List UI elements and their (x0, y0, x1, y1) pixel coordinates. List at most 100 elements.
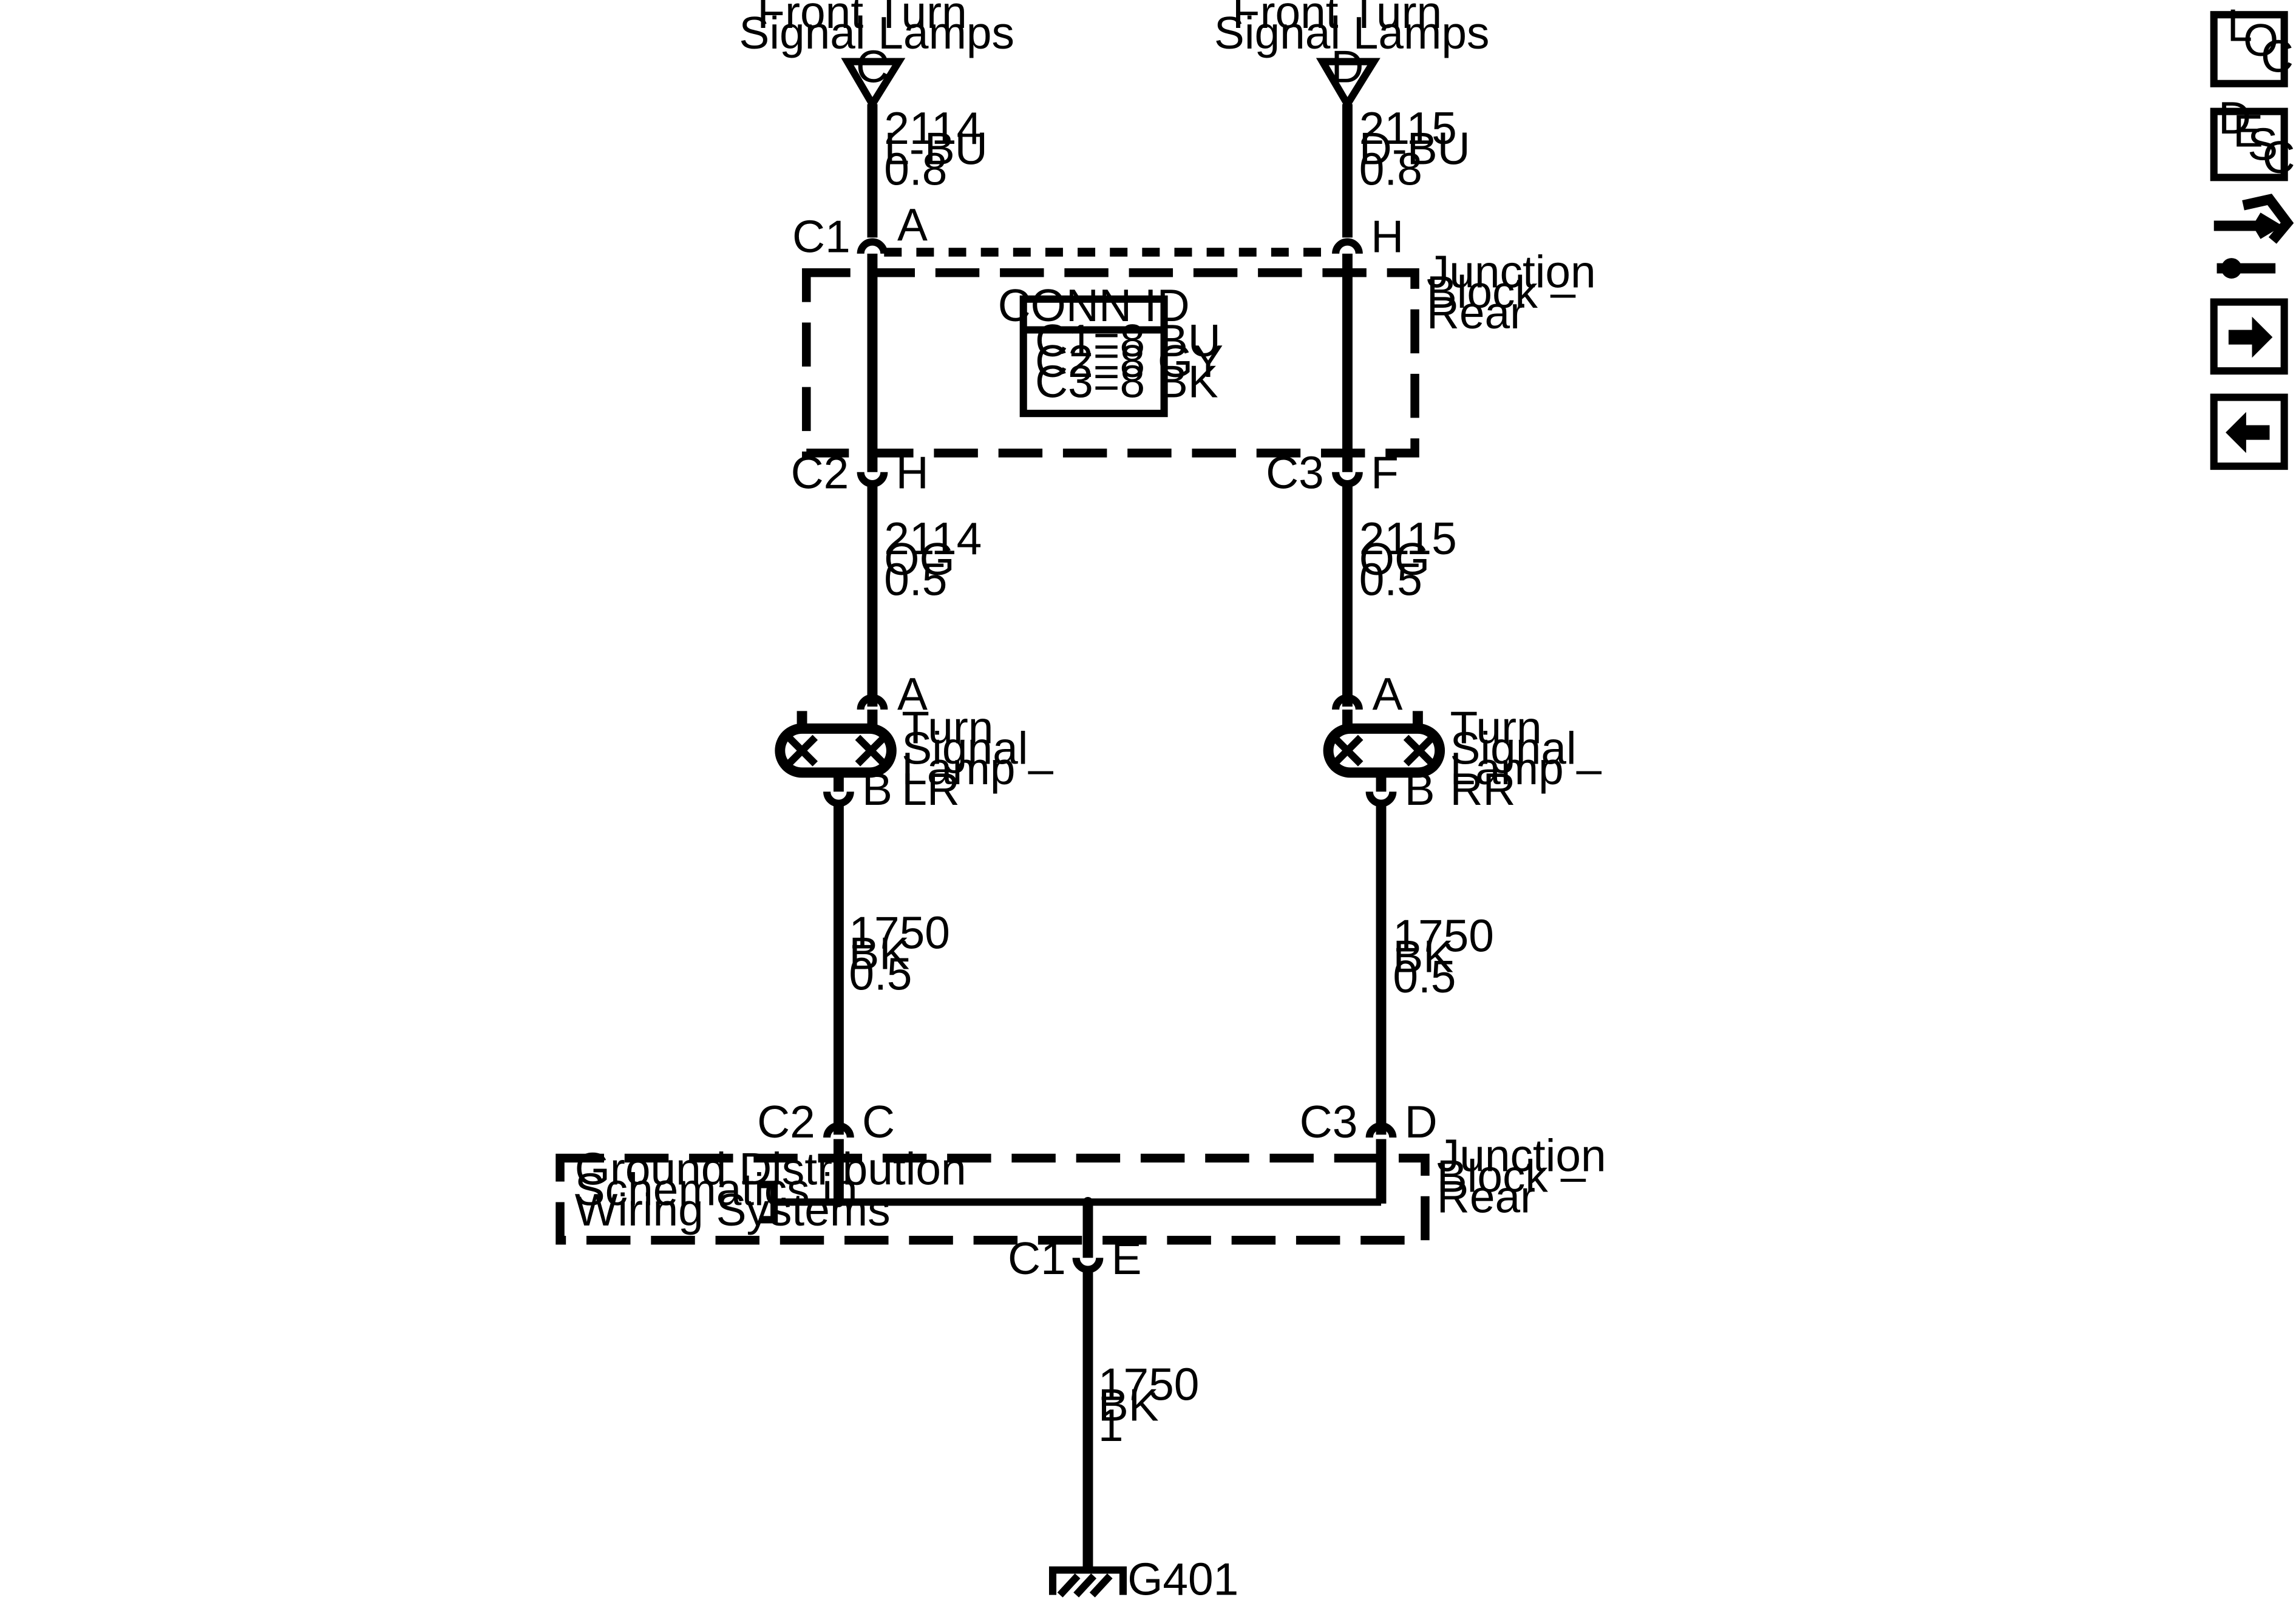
wire-label-2115-middle: 2115 OG 0.5 (1359, 513, 1457, 605)
conn-id-line-1: C1=8 BU (1035, 315, 1221, 366)
lamp-rr-label-3: Lamp – (1450, 743, 1602, 794)
svg-text:2114: 2114 (884, 103, 982, 154)
svg-text:1: 1 (1098, 1400, 1124, 1451)
turn-signal-lamp-lr: A B Turn Signal Lamp – LR (775, 668, 1053, 815)
wire-label-2114-middle: 2114 OG 0.5 (884, 513, 982, 605)
svg-text:BK: BK (1393, 931, 1453, 981)
source-pin-left: C (856, 41, 889, 92)
connector-c2-h (857, 472, 888, 488)
source-label-right-line1: Front Turn (1232, 0, 1442, 38)
svg-text:Block –: Block – (1427, 266, 1576, 317)
connector-c1-e (1072, 1257, 1104, 1273)
connector-c3-bottom-label: C3 (1300, 1096, 1358, 1147)
description-button[interactable]: D E S C (2210, 92, 2295, 183)
lamp-rr-filament-icon (1331, 734, 1435, 767)
desc-letter-d: D (2218, 92, 2251, 143)
svg-text:D-BU: D-BU (1359, 123, 1470, 174)
left-arrow-icon[interactable] (2210, 393, 2288, 470)
desc-letter-e: E (2233, 106, 2263, 157)
svg-text:Junction: Junction (1427, 246, 1596, 297)
connector-c1-a (857, 238, 888, 254)
svg-text:0.5: 0.5 (849, 948, 912, 999)
junction-block-rear-bottom (555, 1153, 1430, 1245)
lamp-rr-label-1: Turn (1450, 702, 1542, 753)
svg-text:1750: 1750 (1098, 1358, 1200, 1409)
svg-text:0.8: 0.8 (884, 143, 947, 194)
svg-text:0.5: 0.5 (1359, 554, 1422, 605)
svg-text:Junction: Junction (1437, 1130, 1606, 1181)
loc-letter-o: O (2243, 15, 2278, 66)
svg-text:2114: 2114 (884, 513, 982, 564)
connector-c1-pin-h: H (1371, 211, 1404, 262)
source-pin-triangle-left (841, 58, 906, 112)
loc-letter-c: C (2261, 30, 2294, 81)
connector-c2-bottom-pin: C (862, 1096, 895, 1147)
right-arrow-icon[interactable] (2210, 298, 2288, 375)
connector-c1-bottom-pin: E (1112, 1233, 1142, 1284)
svg-text:2115: 2115 (1359, 103, 1457, 154)
lamp-lr-label-1: Turn (902, 702, 993, 753)
source-label-left-line1: Front Turn (757, 0, 966, 38)
connector-c3-pin: F (1371, 447, 1399, 498)
svg-text:2115: 2115 (1359, 513, 1457, 564)
svg-text:Block –: Block – (1437, 1151, 1586, 1202)
junction-block-rear-top (802, 268, 1419, 458)
wire-label-2115-upper: 2115 D-BU 0.8 (1359, 103, 1470, 195)
connector-c2-c (823, 1122, 854, 1138)
connector-c2-pin: H (896, 447, 929, 498)
wire-label-1750-right: 1750 BK 0.5 (1393, 910, 1494, 1002)
location-button[interactable]: L O C (2210, 0, 2294, 87)
lamp-lr-pin-b-connector (823, 791, 854, 807)
lamp-rr-pin-a-connector (1332, 694, 1363, 710)
lamp-rr-pin-b: B (1405, 764, 1435, 815)
lamp-rr-pin-a: A (1373, 668, 1403, 719)
front-turn-signal-lamps-left: Front Turn Signal Lamps C (739, 0, 1014, 112)
ground-id: G401 (1127, 1554, 1238, 1605)
svg-text:Rear: Rear (1427, 287, 1525, 338)
connector-c2-label: C2 (791, 447, 849, 498)
wire-label-1750-ground: 1750 BK 1 (1098, 1358, 1200, 1451)
desc-letter-c: C (2262, 132, 2295, 183)
lamp-lr-label-2: Signal (902, 722, 1028, 773)
connector-c1-label: C1 (792, 211, 851, 262)
lamp-lr-pin-a-connector (857, 694, 888, 710)
front-turn-signal-lamps-right: Front Turn Signal Lamps D (1214, 0, 1490, 112)
svg-text:0.5: 0.5 (884, 554, 947, 605)
connector-c2-bottom-label: C2 (757, 1096, 815, 1147)
conn-id-title: CONN ID (998, 280, 1190, 331)
connector-c3-bottom-pin: D (1405, 1096, 1438, 1147)
lamp-rr-pin-b-connector (1365, 791, 1397, 807)
conn-id-line-3: C3=8 BK (1035, 356, 1218, 407)
connector-end-view-icon[interactable] (2213, 194, 2294, 279)
junction-block-label-bottom: Junction Block – Rear (1437, 1130, 1606, 1222)
conn-id-line-2: C2=8 GY (1035, 336, 1223, 387)
loc-letter-l: L (2227, 0, 2252, 51)
svg-text:L-BU: L-BU (884, 123, 988, 174)
splice-left (833, 1196, 844, 1207)
svg-text:1750: 1750 (849, 907, 950, 958)
source-pin-triangle-right (1316, 58, 1381, 112)
connector-c3-d (1365, 1122, 1397, 1138)
connector-c1-bottom-label: C1 (1008, 1233, 1066, 1284)
svg-text:OG: OG (1359, 534, 1430, 585)
svg-text:0.8: 0.8 (1359, 143, 1422, 194)
wire-label-2114-upper: 2114 L-BU 0.8 (884, 103, 988, 195)
connector-c3-f (1332, 472, 1363, 488)
svg-text:BK: BK (1098, 1379, 1159, 1430)
lamp-rr-label-2: Signal (1450, 722, 1577, 773)
lamp-lr-pin-a: A (897, 668, 928, 719)
source-label-left-line2: Signal Lamps (739, 7, 1014, 58)
lamp-lr-label-4: LR (902, 764, 960, 815)
lamp-lr-pin-b: B (862, 764, 892, 815)
svg-text:OG: OG (884, 534, 954, 585)
connector-c1-h (1332, 238, 1363, 254)
source-label-right-line2: Signal Lamps (1214, 7, 1490, 58)
lamp-rr-label-4: RR (1450, 764, 1516, 815)
ground-g401-icon (1048, 1566, 1127, 1598)
svg-text:Schematics in[interactable]: Schematics in (575, 1164, 858, 1215)
svg-text:0.5: 0.5 (1393, 951, 1456, 1002)
svg-text:Rear: Rear (1437, 1171, 1535, 1222)
lamp-lr-label-3: Lamp – (902, 743, 1053, 794)
svg-text:BK: BK (849, 927, 909, 978)
